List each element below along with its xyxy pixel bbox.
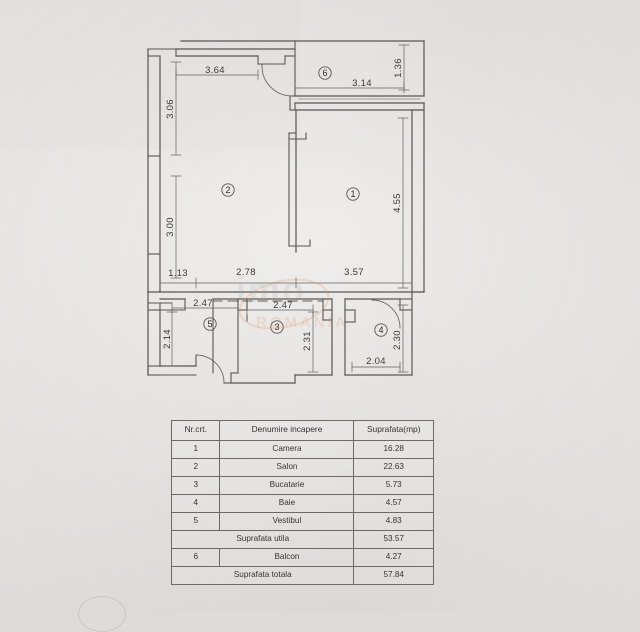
dim-vestibul-width: 2.47: [193, 298, 213, 309]
dim-left-lower: 3.00: [165, 217, 176, 237]
row-nr: 5: [170, 512, 221, 531]
dim-baie-width: 2.04: [366, 356, 386, 367]
room-marker-6: 6: [322, 68, 327, 78]
row-nr: 1: [170, 440, 221, 459]
table-row: 2 Salon 22.63: [170, 458, 434, 477]
table-row-subtotal: Suprafata utila 53.57: [170, 530, 434, 549]
total-label: Suprafata totala: [170, 566, 355, 585]
dim-balcony-width: 3.14: [352, 78, 372, 89]
table-row-balcony: 6 Balcon 4.27: [170, 548, 434, 567]
table-row: 3 Bucatarie 5.73: [170, 476, 434, 495]
dim-bottom-left-small: 1.13: [168, 268, 188, 279]
area-schedule-table: Nr.crt. Denumire incapere Suprafata(mp) …: [170, 420, 434, 585]
subtotal-label: Suprafata utila: [170, 530, 355, 549]
row-name: Balcon: [219, 548, 355, 567]
room-marker-circle-4: [374, 323, 388, 337]
room-marker-3: 3: [274, 322, 279, 332]
room-marker-circle-6: [318, 66, 332, 80]
row-area: 4.57: [353, 494, 434, 513]
row-name: Bucatarie: [219, 476, 355, 495]
room-marker-circle-5: [203, 317, 217, 331]
row-name: Vestibul: [219, 512, 355, 531]
dim-bucatarie-width: 2.47: [273, 300, 293, 311]
row-nr: 6: [170, 548, 221, 567]
row-nr: 2: [170, 458, 221, 477]
row-area: 22.63: [353, 458, 434, 477]
row-area: 16.28: [353, 440, 434, 459]
dim-bottom-right: 3.57: [344, 267, 364, 278]
table-header-nr: Nr.crt.: [170, 420, 221, 441]
table-header-row: Nr.crt. Denumire incapere Suprafata(mp): [170, 420, 434, 441]
dim-balcony-depth: 1.36: [393, 58, 404, 78]
room-marker-circle-1: [346, 187, 360, 201]
subtotal-area: 53.57: [353, 530, 434, 549]
floor-plan-svg: 3.64 3.14 1.36 3.06 3.00 4.55 1.13 2.78 …: [147, 40, 425, 384]
table-row-total: Suprafata totala 57.84: [170, 566, 434, 585]
row-nr: 4: [170, 494, 221, 513]
table-row: 5 Vestibul 4.83: [170, 512, 434, 531]
table-row: 1 Camera 16.28: [170, 440, 434, 459]
row-area: 4.27: [353, 548, 434, 567]
dim-baie-depth: 2.30: [392, 330, 403, 350]
dim-camera-depth: 4.55: [392, 193, 403, 213]
dim-left-upper: 3.06: [165, 99, 176, 119]
row-name: Camera: [219, 440, 355, 459]
room-marker-circle-2: [221, 183, 235, 197]
table-header-area: Suprafata(mp): [353, 420, 434, 441]
floor-plan-drawing: 3.64 3.14 1.36 3.06 3.00 4.55 1.13 2.78 …: [147, 40, 425, 384]
row-name: Salon: [219, 458, 355, 477]
table-header-name: Denumire incapere: [219, 420, 355, 441]
row-area: 4.83: [353, 512, 434, 531]
room-marker-circle-3: [270, 320, 284, 334]
room-marker-1: 1: [350, 189, 355, 199]
dim-top-salon-width: 3.64: [205, 65, 225, 76]
room-marker-4: 4: [378, 325, 383, 335]
dim-bottom-mid: 2.78: [236, 267, 256, 278]
row-nr: 3: [170, 476, 221, 495]
room-marker-2: 2: [225, 185, 230, 195]
table-row: 4 Baie 4.57: [170, 494, 434, 513]
dim-vestibul-depth: 2.14: [162, 329, 173, 349]
row-name: Baie: [219, 494, 355, 513]
total-area: 57.84: [353, 566, 434, 585]
room-marker-5: 5: [207, 319, 212, 329]
dim-bucatarie-depth: 2.31: [302, 331, 313, 351]
row-area: 5.73: [353, 476, 434, 495]
